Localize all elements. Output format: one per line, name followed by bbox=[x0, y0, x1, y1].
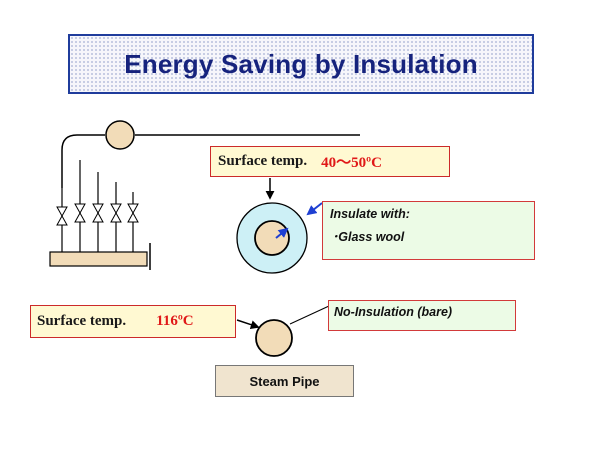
bare-note-text: No-Insulation (bare) bbox=[334, 305, 453, 319]
steam-header bbox=[61, 120, 360, 188]
insulated-temp-caption: Surface temp. bbox=[218, 153, 308, 169]
arrow-pointer-icon bbox=[275, 227, 289, 239]
steam-pipe-label: Steam Pipe bbox=[215, 365, 354, 397]
header-pipe-left bbox=[61, 134, 105, 188]
page-title: Energy Saving by Insulation bbox=[124, 48, 478, 79]
bare-temp-value: 116ºC bbox=[156, 313, 194, 329]
gate-valve-icon bbox=[92, 203, 104, 223]
base-platform bbox=[49, 251, 148, 267]
header-pipe-section bbox=[105, 120, 135, 150]
bare-temp-caption: Surface temp. bbox=[37, 313, 127, 329]
bare-temp-label: Surface temp. 116ºC bbox=[30, 305, 236, 338]
insulated-pipe-core bbox=[254, 220, 290, 256]
gate-valve-icon bbox=[110, 203, 122, 223]
gate-valve-icon bbox=[56, 206, 68, 226]
insulated-temp-label: Surface temp. 40～50ºC bbox=[210, 146, 450, 177]
insulate-note-heading: Insulate with: bbox=[330, 207, 410, 221]
bare-pipe bbox=[255, 319, 293, 357]
bare-note: No-Insulation (bare) bbox=[328, 300, 516, 331]
arrow-pointer-icon bbox=[306, 202, 323, 216]
steam-pipe-text: Steam Pipe bbox=[249, 373, 320, 389]
insulate-note: Insulate with: ･Glass wool bbox=[322, 201, 535, 260]
gate-valve-icon bbox=[74, 203, 86, 223]
insulated-pipe bbox=[236, 202, 308, 274]
valve-row bbox=[56, 203, 139, 226]
insulated-temp-value: 40～50ºC bbox=[321, 155, 382, 171]
equipment-base bbox=[49, 243, 151, 270]
title-banner: Energy Saving by Insulation bbox=[68, 34, 534, 94]
bare-note-leader bbox=[289, 305, 330, 325]
arrow-pointer-icon bbox=[236, 319, 260, 329]
gate-valve-icon bbox=[127, 203, 139, 223]
insulate-note-item: ･Glass wool bbox=[332, 230, 405, 244]
